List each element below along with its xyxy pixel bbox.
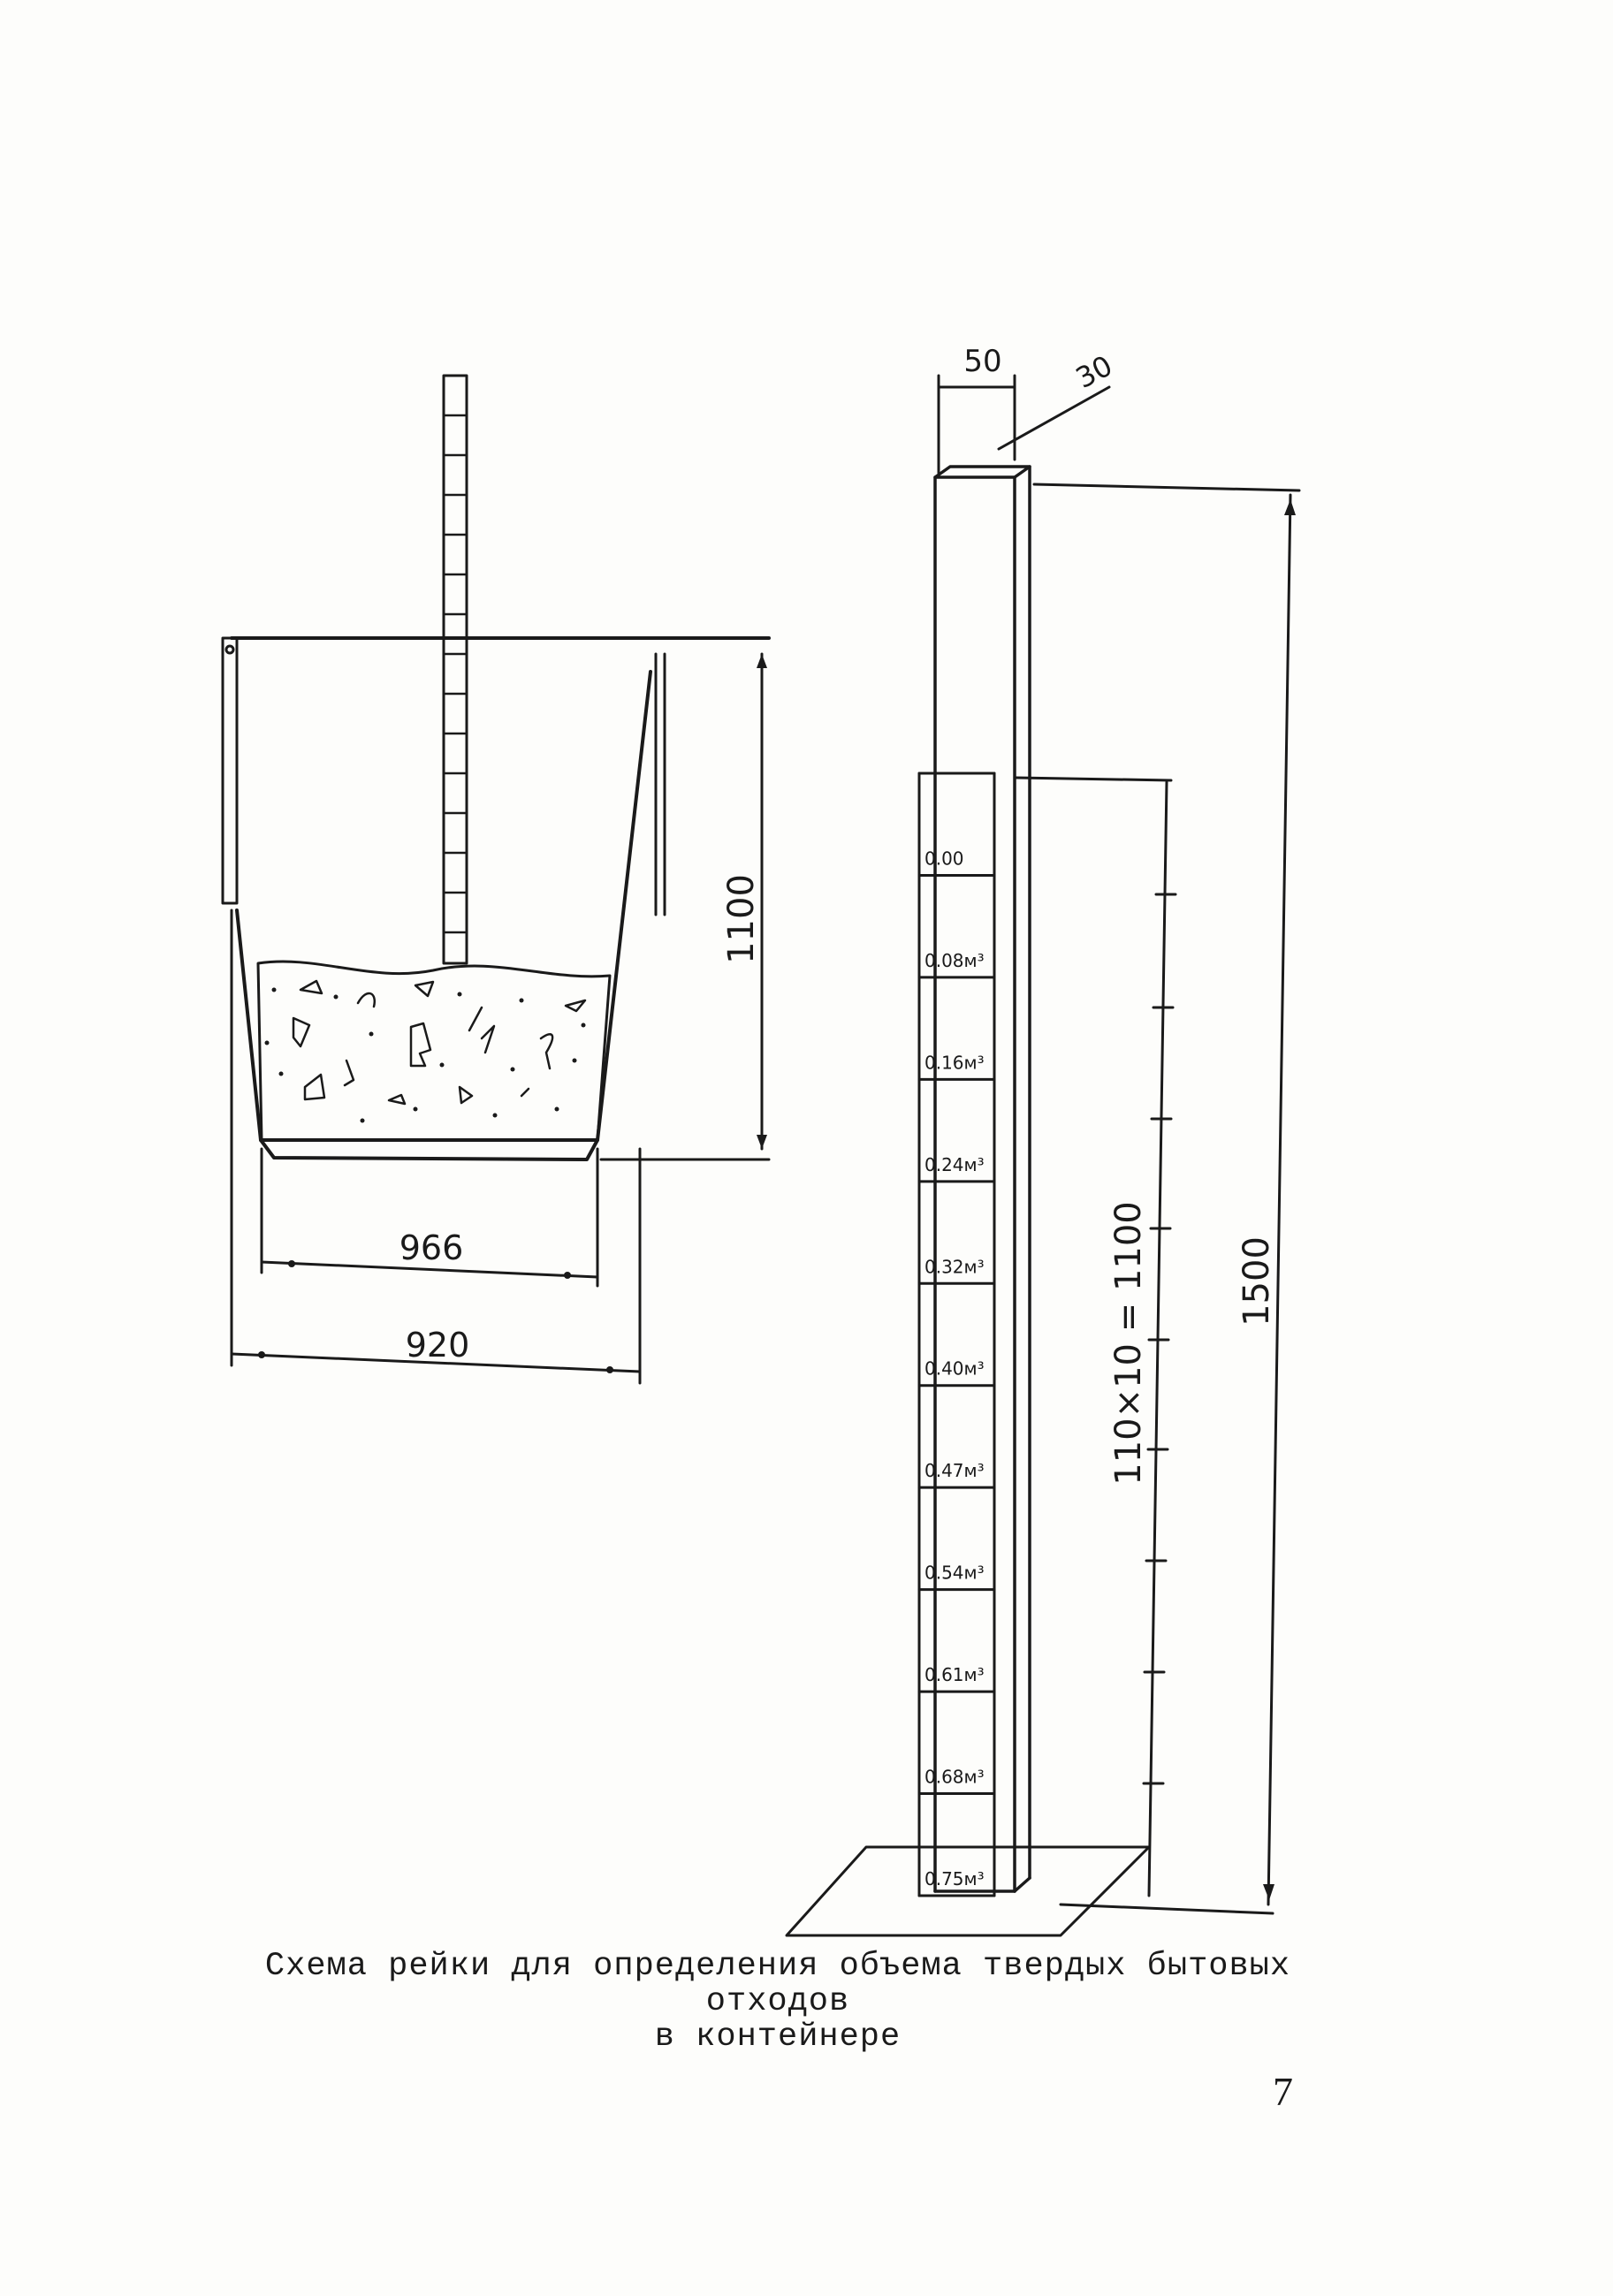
scale-mark-label: 0.32м³: [924, 1256, 985, 1277]
dim-rod-depth: 30: [1070, 348, 1118, 395]
scale-mark-label: 0.47м³: [924, 1460, 985, 1481]
page-number: 7: [1273, 2069, 1293, 2114]
waste-fill: [256, 960, 612, 1142]
dim-line-top-width: [230, 1352, 642, 1373]
dim-container-height: 1100: [721, 874, 762, 964]
caption-line-1: Схема рейки для определения объема тверд…: [264, 1948, 1291, 2020]
scale-mark-label: 0.68м³: [924, 1767, 985, 1788]
dim-rod-height: 1500: [1236, 1236, 1277, 1327]
dim-line-rod-depth: [997, 385, 1111, 451]
caption-line-2: в контейнере: [654, 2019, 902, 2056]
dim-rod-width: 50: [963, 344, 1001, 379]
scale-mark-label: 0.16м³: [924, 1052, 985, 1073]
scale-mark-label: 0.54м³: [924, 1562, 985, 1584]
rod-ticks: [442, 414, 468, 934]
marked-length-ticks: [1142, 893, 1177, 1785]
scale-mark-label: 0.00: [924, 848, 964, 869]
dim-marked-length: 110×10 = 1100: [1108, 1201, 1149, 1486]
rod-drawing: 0.00 0.08м³ 0.16м³ 0.24м³ 0.32м³ 0.40м³ 0.47м³…: [785, 344, 1301, 1937]
rod-scale-marks: 0.00 0.08м³ 0.16м³ 0.24м³ 0.32м³ 0.40м³ 0.47м³…: [917, 772, 996, 1889]
rod-top-face: [933, 465, 1031, 479]
scale-mark-label: 0.24м³: [924, 1154, 985, 1175]
container-left-handle: [221, 636, 239, 905]
dim-line-rod-height: [1267, 493, 1292, 1906]
container-drawing: 1100 966 920: [221, 374, 771, 1385]
measuring-rod-in-container: [442, 374, 468, 965]
dim-top-width: 920: [406, 1326, 470, 1365]
waste-debris: [292, 979, 587, 1106]
handle-pin-left: [224, 644, 235, 655]
waste-dots: [264, 987, 586, 1123]
dim-line-bottom-width: [260, 1260, 599, 1279]
container-bottom: [259, 1138, 599, 1161]
container-right-wall: [596, 670, 652, 1142]
scale-mark-label: 0.08м³: [924, 950, 985, 971]
figure-caption: Схема рейки для определения объема тверд…: [203, 1949, 1352, 2055]
dim-bottom-width: 966: [399, 1228, 464, 1267]
scale-mark-label: 0.75м³: [924, 1868, 985, 1889]
container-left-wall: [235, 909, 262, 1142]
scale-mark-label: 0.40м³: [924, 1358, 985, 1380]
scale-mark-label: 0.61м³: [924, 1664, 985, 1685]
